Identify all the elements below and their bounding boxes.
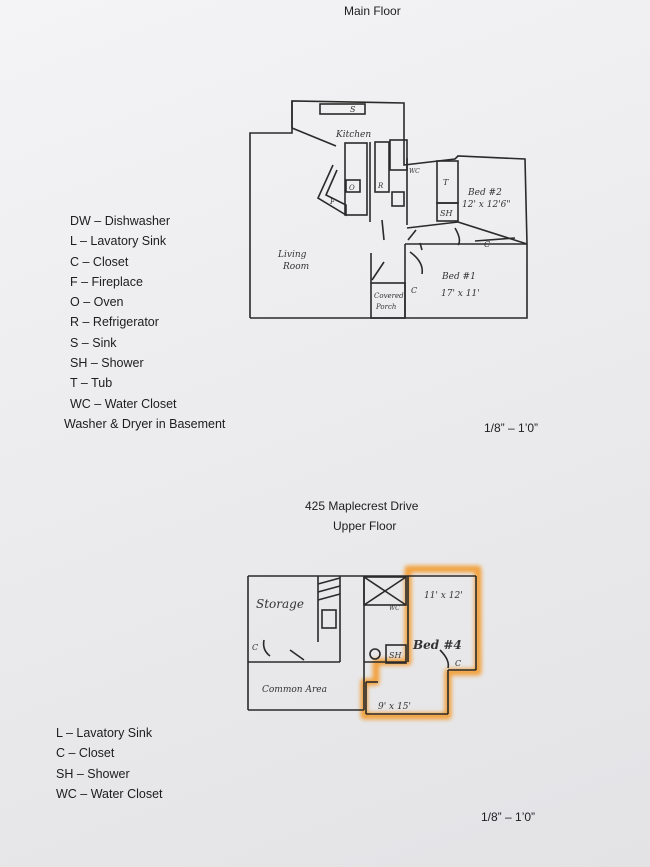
storage-label: Storage (256, 597, 304, 611)
bed4-label: Bed #4 (412, 638, 462, 652)
oven-label: O (349, 184, 355, 192)
legend-item: SH – Shower (56, 766, 130, 781)
main-outer-wall (249, 100, 528, 319)
legend-item: O – Oven (70, 295, 124, 310)
bed1-closet-label: C (411, 286, 417, 295)
bed4-size-top: 11' x 12' (424, 591, 463, 601)
upper-wc-label: WC (389, 605, 400, 612)
legend-item: WC – Water Closet (56, 786, 163, 801)
legend-item: C – Closet (56, 746, 115, 761)
main-floor-legend: DW – Dishwasher L – Lavatory Sink C – Cl… (64, 211, 225, 434)
upper-floor-plan: Storage Common Area 11' x 12' Bed #4 9' … (247, 565, 482, 720)
upper-shower (385, 644, 407, 664)
main-floor-plan: Kitchen Living Room Covered Porch Bed #2… (249, 100, 528, 319)
legend-item: F – Fireplace (70, 274, 143, 289)
upper-closet-label: C (252, 643, 258, 652)
shower-label: SH (440, 209, 453, 218)
bed2-size: 12' x 12'6" (462, 200, 511, 210)
kitchen-island (344, 142, 368, 216)
bed2-label: Bed #2 (467, 188, 502, 198)
main-floor-title: Main Floor (344, 4, 401, 18)
covered-porch-label-1: Covered (374, 292, 404, 300)
living-room-label-2: Room (282, 262, 309, 272)
bed2-closet-label: C (484, 240, 490, 249)
bed4-closet-label: C (455, 659, 461, 668)
upper-shower-label: SH (389, 651, 402, 660)
legend-item: L – Lavatory Sink (56, 726, 153, 740)
legend-item: S – Sink (70, 335, 117, 350)
kitchen-label: Kitchen (335, 130, 371, 140)
legend-item: WC – Water Closet (70, 396, 177, 411)
legend-item: L – Lavatory Sink (70, 234, 167, 249)
wc-box (389, 139, 408, 171)
wc-label: WC (409, 168, 420, 175)
legend-item: SH – Shower (70, 356, 144, 371)
upper-floor-legend: L – Lavatory Sink C – Closet SH – Shower… (56, 723, 163, 804)
main-floor-scale: 1/8” – 1’0” (484, 421, 539, 435)
bed1-label: Bed #1 (441, 272, 476, 282)
legend-item: T – Tub (70, 376, 113, 391)
tub-label: T (443, 178, 449, 187)
fireplace-label: F (329, 198, 336, 206)
common-area-label: Common Area (262, 685, 327, 695)
legend-item: C – Closet (70, 254, 129, 269)
living-room-label-1: Living (277, 250, 307, 260)
bed1-size: 17' x 11' (441, 289, 480, 299)
upper-floor-scale: 1/8” – 1’0” (481, 810, 536, 824)
covered-porch (370, 282, 406, 319)
kitchen-counter (319, 103, 366, 115)
bed4-size-bottom: 9' x 15' (378, 702, 411, 712)
shower (436, 202, 459, 222)
upper-floor-title: Upper Floor (333, 519, 397, 533)
legend-item: R – Refrigerator (70, 315, 159, 330)
covered-porch-label-2: Porch (375, 303, 396, 311)
refrigerator-label: R (377, 182, 384, 190)
legend-item: Washer & Dryer in Basement (64, 416, 226, 431)
sink-label: S (350, 105, 356, 114)
fireplace (316, 164, 347, 217)
upper-floor-address: 425 Maplecrest Drive (305, 499, 419, 513)
legend-item: DW – Dishwasher (70, 214, 171, 228)
refrigerator-box (374, 141, 390, 193)
oven-box (345, 179, 361, 193)
